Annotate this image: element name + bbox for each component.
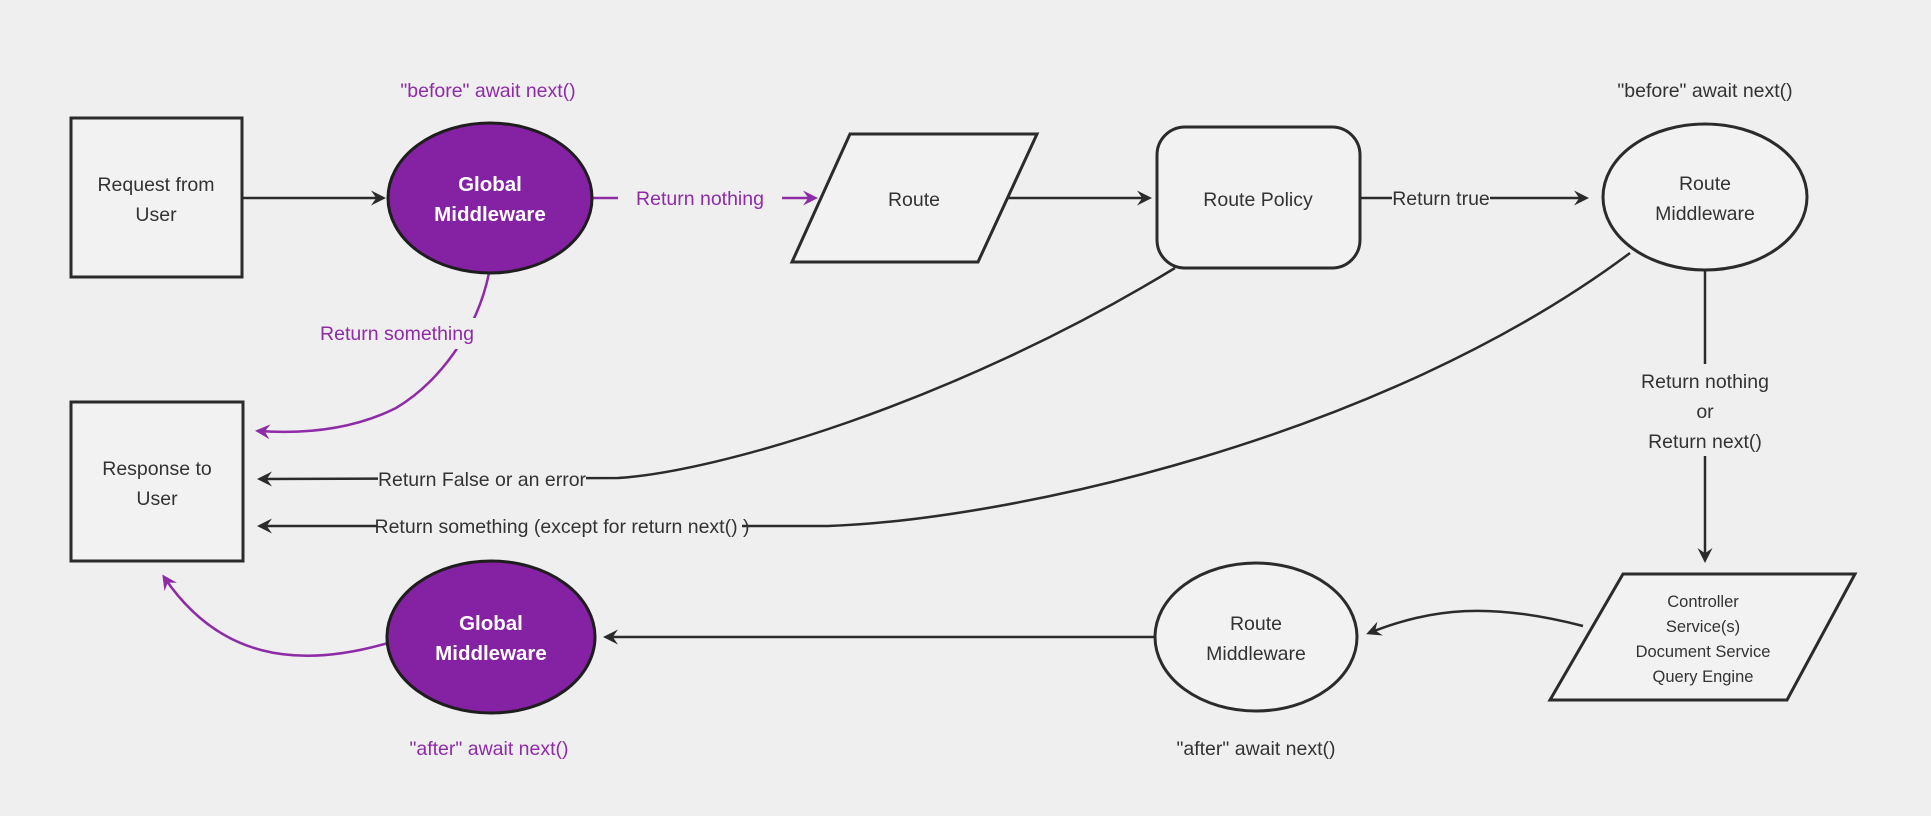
node-controller-services xyxy=(1547,572,1858,702)
node-response-label-line2: User xyxy=(136,488,178,510)
node-controller-label-line3: Document Service xyxy=(1636,643,1771,661)
edge-label-return-something-except: Return something (except for return next… xyxy=(375,516,750,538)
node-routemw-bottom-label-line1: Route xyxy=(1230,613,1282,635)
caption-before-await-left: "before" await next() xyxy=(400,80,575,102)
node-global-top-label-line2: Middleware xyxy=(434,203,546,226)
caption-after-await-left: "after" await next() xyxy=(409,738,568,760)
label-bg xyxy=(1612,364,1798,456)
label-bg xyxy=(317,318,479,349)
node-route xyxy=(789,132,1040,264)
node-route-policy-label: Route Policy xyxy=(1203,189,1313,211)
node-global-top-label-line1: Global xyxy=(458,173,522,196)
node-controller-label-line2: Service(s) xyxy=(1666,618,1740,636)
node-routemw-top-label-line1: Route xyxy=(1679,173,1731,195)
node-request-from-user xyxy=(69,116,244,279)
caption-before-await-right: "before" await next() xyxy=(1617,80,1792,102)
edge-label-return-something: Return something xyxy=(320,323,474,345)
edge-controller-to-routemw-bottom xyxy=(1366,609,1584,636)
node-route-middleware-bottom xyxy=(1153,561,1359,713)
node-global-middleware-top xyxy=(386,121,594,275)
node-routemw-top-label-line2: Middleware xyxy=(1655,203,1755,225)
node-route-policy xyxy=(1155,125,1362,270)
edge-label-return-nothing-or-line3: Return next() xyxy=(1648,431,1762,453)
node-request-label-line1: Request from xyxy=(97,174,214,196)
edge-label-return-nothing-or-line1: Return nothing xyxy=(1641,371,1769,393)
node-route-label: Route xyxy=(888,189,940,211)
caption-after-await-mid: "after" await next() xyxy=(1176,738,1335,760)
node-request-label-line2: User xyxy=(135,204,177,226)
node-controller-label-line4: Query Engine xyxy=(1653,668,1754,686)
label-bg xyxy=(378,511,742,541)
node-global-bottom-label-line2: Middleware xyxy=(435,642,547,665)
edge-policy-to-response-return-false xyxy=(257,266,1176,487)
node-route-middleware-top xyxy=(1601,122,1809,272)
node-response-label-line1: Response to xyxy=(102,458,212,480)
node-global-middleware-bottom xyxy=(385,559,597,715)
label-bg xyxy=(618,183,782,214)
edge-global-bottom-to-response xyxy=(162,574,389,658)
edge-routemw-to-response-return-something-except xyxy=(257,251,1631,534)
node-routemw-bottom-label-line2: Middleware xyxy=(1206,643,1306,665)
edge-label-return-true: Return true xyxy=(1392,188,1490,210)
edge-label-return-false-or-error: Return False or an error xyxy=(378,469,587,491)
node-controller-label-line1: Controller xyxy=(1667,593,1739,611)
edge-label-return-nothing-or-line2: or xyxy=(1696,401,1714,423)
node-response-to-user xyxy=(69,400,245,563)
node-global-bottom-label-line1: Global xyxy=(459,612,523,635)
edge-label-return-nothing: Return nothing xyxy=(636,188,764,210)
label-bg xyxy=(1392,183,1490,214)
label-bg xyxy=(378,464,586,494)
edge-global-to-response-return-something xyxy=(255,272,491,440)
